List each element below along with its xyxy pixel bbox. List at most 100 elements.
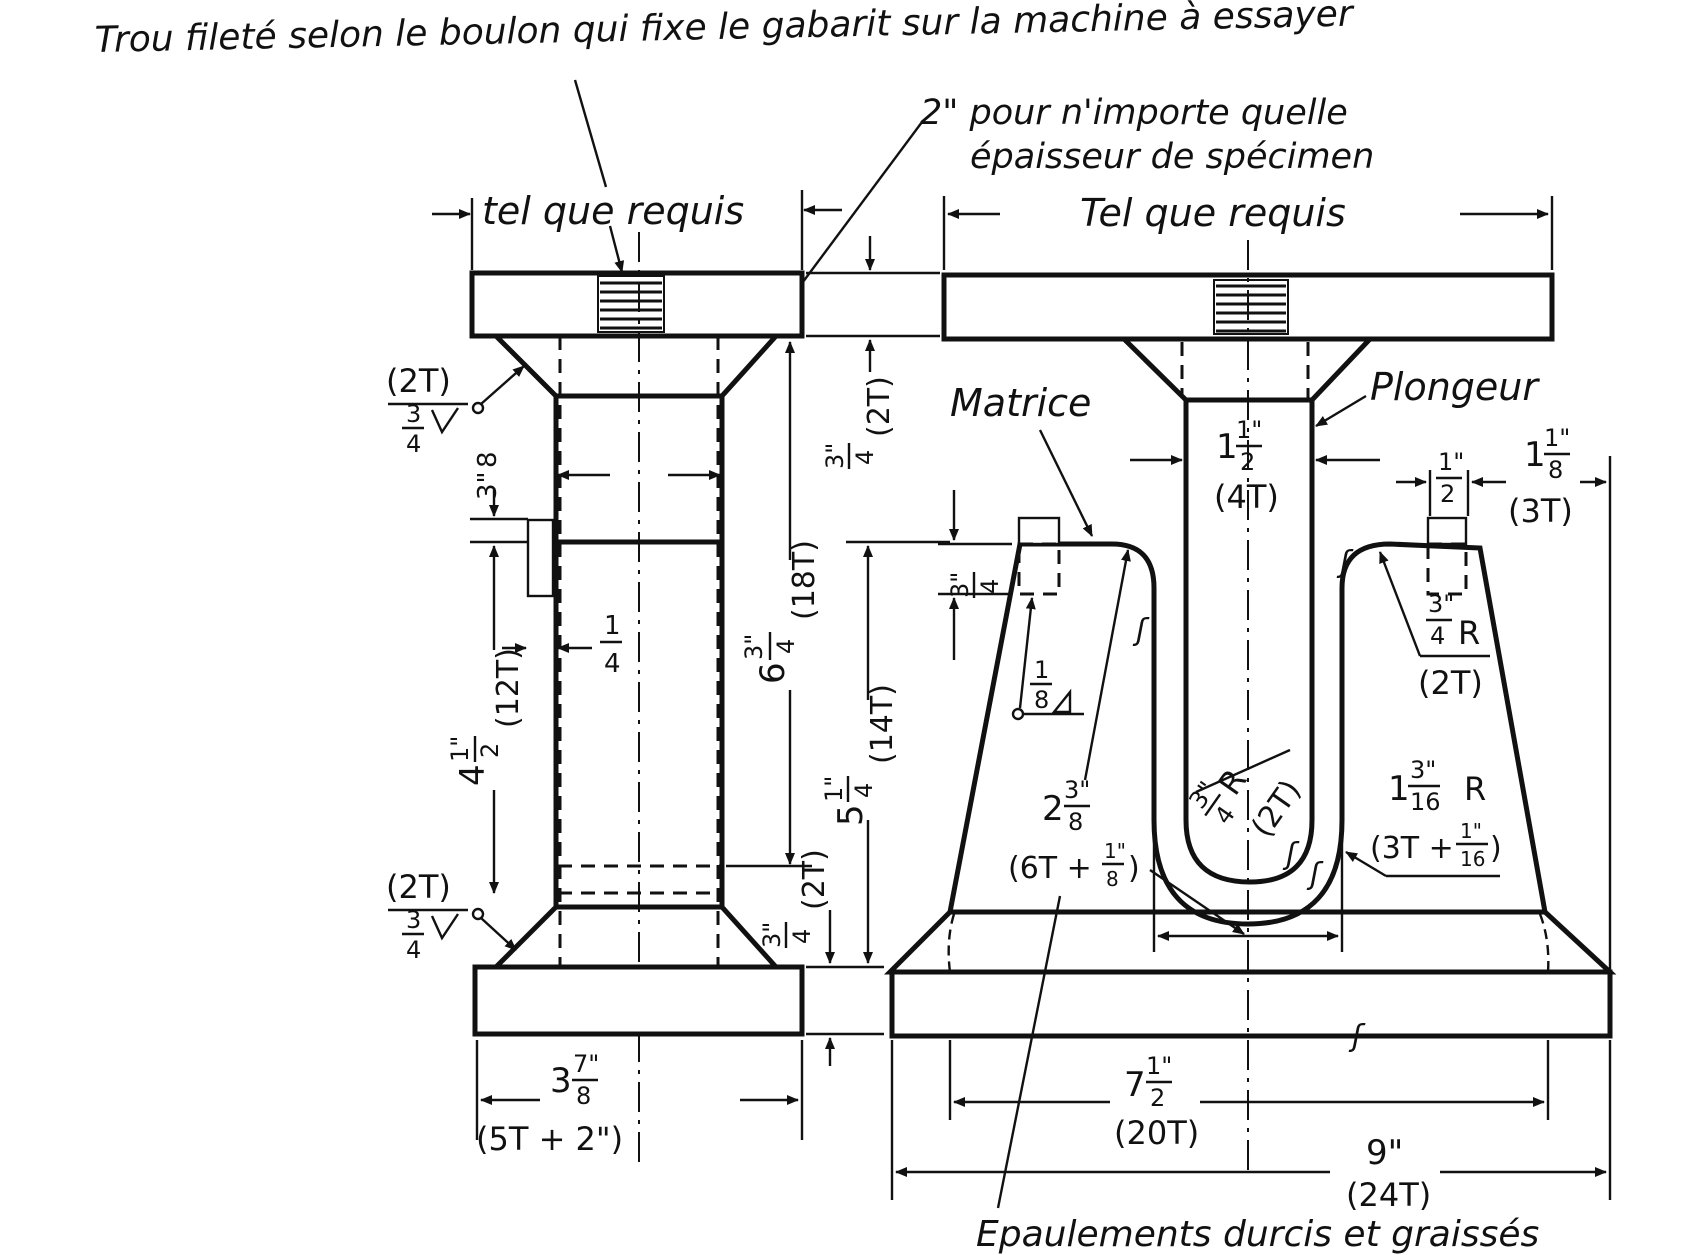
- edge-den: 8: [1548, 456, 1563, 484]
- r34-den: 4: [1430, 622, 1445, 650]
- right-width-label: Tel que requis: [1080, 191, 1346, 235]
- edge-int: 1: [1524, 435, 1546, 475]
- base-fillet-mark: ʃ: [1348, 1019, 1366, 1054]
- svg-text:(2T): (2T): [862, 376, 897, 437]
- dim-2-3-8-tn: 1": [1104, 839, 1126, 863]
- left-weld-top-t: (2T): [386, 362, 451, 400]
- weld-1-8-node: [1011, 707, 1025, 721]
- thickness-note-line2: épaisseur de spécimen: [970, 137, 1374, 177]
- inner-r-leader: [1195, 748, 1291, 794]
- left-dim-3-8: 3" 8: [473, 451, 503, 500]
- r1316-td: 16: [1460, 847, 1485, 871]
- title-note: Trou fileté selon le boulon qui fixe le …: [94, 0, 1355, 61]
- dim-7-1-2-num: 1": [1146, 1052, 1172, 1080]
- plongeur-leader: [1315, 394, 1367, 428]
- svg-text:3": 3": [821, 443, 849, 469]
- dim-2-3-8-leader: [1083, 549, 1131, 781]
- right-view: Tel que requis Matrice: [883, 191, 1617, 1255]
- left-dim-3-7-8-den: 8: [576, 1082, 591, 1110]
- right-base-plate: [889, 969, 1613, 1039]
- dim-2-3-8-int: 2: [1042, 789, 1064, 829]
- shoulders-leader: [996, 895, 1062, 1209]
- r34-t: (2T): [1418, 664, 1483, 702]
- dim-2-3-8-den: 8: [1068, 808, 1083, 836]
- left-threaded-hole: [597, 275, 665, 333]
- die-tab-left: [1017, 516, 1061, 546]
- r1316-int: 1: [1388, 769, 1410, 809]
- weld-1-8-num: 1: [1034, 656, 1049, 684]
- r1316-num: 3": [1410, 756, 1436, 784]
- svg-text:(12T): (12T): [491, 648, 526, 728]
- svg-text:3": 3": [740, 634, 768, 660]
- left-dim-6-3-4: 6 3" 4 (18T): [740, 540, 822, 684]
- left-weld-bot-den: 4: [406, 936, 421, 964]
- svg-text:(14T): (14T): [865, 684, 900, 764]
- r34-fillet-mark: ʃ: [1336, 545, 1354, 580]
- dim-7-1-2-t: (20T): [1114, 1114, 1199, 1152]
- dim-9-value: 9": [1366, 1133, 1403, 1173]
- svg-text:3": 3": [946, 572, 974, 598]
- svg-text:4: 4: [850, 783, 878, 798]
- dim-2-3-8-paren: ): [1128, 851, 1140, 886]
- dim-9-t: (24T): [1346, 1176, 1431, 1214]
- weld-1-8-den: 8: [1034, 686, 1049, 714]
- left-thread-hatch: [600, 281, 662, 330]
- r34-leader: [1378, 551, 1422, 657]
- r1316-paren: ): [1490, 831, 1502, 866]
- svg-text:4: 4: [851, 450, 879, 465]
- left-weld-bot-node: [471, 907, 485, 921]
- die-fillet-mark-l: ʃ: [1132, 613, 1150, 648]
- notch-w-den: 2: [1440, 480, 1455, 508]
- left-hole-leader: [608, 225, 625, 273]
- left-dim-3-7-8-num: 7": [573, 1050, 599, 1078]
- left-dim-bot: 3" 4 (2T): [758, 849, 832, 948]
- svg-text:2: 2: [476, 743, 504, 758]
- right-threaded-hole: [1213, 279, 1289, 335]
- die-body: [883, 541, 1617, 975]
- left-dim-5-1-4: 5 1" 4 (14T): [820, 684, 900, 826]
- plongeur-label: Plongeur: [1370, 365, 1540, 409]
- matrice-leader: [1038, 429, 1094, 537]
- left-weld-top-node: [471, 401, 485, 415]
- svg-text:(18T): (18T): [787, 540, 822, 620]
- plunger-w-den: 2: [1240, 448, 1255, 476]
- svg-text:1": 1": [820, 776, 848, 802]
- left-dim-1-4-den: 4: [604, 649, 621, 679]
- die-fillet-mark-c2: ʃ: [1306, 857, 1324, 892]
- svg-text:4: 4: [453, 764, 493, 786]
- left-weld-top-symbol: [430, 407, 459, 435]
- svg-text:1": 1": [446, 736, 474, 762]
- left-weld-top-den: 4: [406, 430, 421, 458]
- right-thread-hatch: [1216, 284, 1286, 333]
- die-fillet-mark-c: ʃ: [1282, 837, 1300, 872]
- thickness-note-line1: 2" pour n'importe quelle: [920, 93, 1348, 133]
- die-fillet-dash-r: [1538, 913, 1550, 973]
- edge-num: 1": [1544, 424, 1570, 452]
- svg-text:5: 5: [831, 804, 871, 826]
- r1316-t: (3T +: [1370, 831, 1454, 866]
- left-dim-3-7-8-int: 3: [550, 1061, 572, 1101]
- svg-text:4: 4: [788, 929, 816, 944]
- shoulders-note: Epaulements durcis et graissés: [976, 1214, 1539, 1255]
- title-leader: [573, 79, 608, 188]
- dim-7-1-2-den: 2: [1150, 1084, 1165, 1112]
- svg-text:6: 6: [753, 662, 793, 684]
- svg-text:8: 8: [473, 451, 503, 468]
- die-tab-right-hidden: [1426, 542, 1468, 596]
- r1316-leader: [1345, 850, 1387, 878]
- plunger-w-t: (4T): [1214, 478, 1279, 516]
- r1316-r: R: [1464, 770, 1486, 808]
- left-dim-1-4-num: 1: [604, 611, 621, 641]
- weld-1-8-arrow: [1018, 597, 1036, 709]
- left-dim-4-1-2: 4 1" 2 (12T): [446, 648, 526, 786]
- left-dim-3-7-8-t: (5T + 2"): [476, 1120, 623, 1158]
- plunger-w-int: 1: [1216, 427, 1238, 467]
- left-weld-top-num: 3: [406, 400, 421, 428]
- left-weld-bot-symbol: [430, 913, 459, 941]
- r1316-den: 16: [1410, 788, 1441, 816]
- svg-text:3": 3": [758, 922, 786, 948]
- r34-num: 3": [1428, 590, 1454, 618]
- plunger-w-num: 1": [1236, 416, 1262, 444]
- r1316-tn: 1": [1460, 819, 1482, 843]
